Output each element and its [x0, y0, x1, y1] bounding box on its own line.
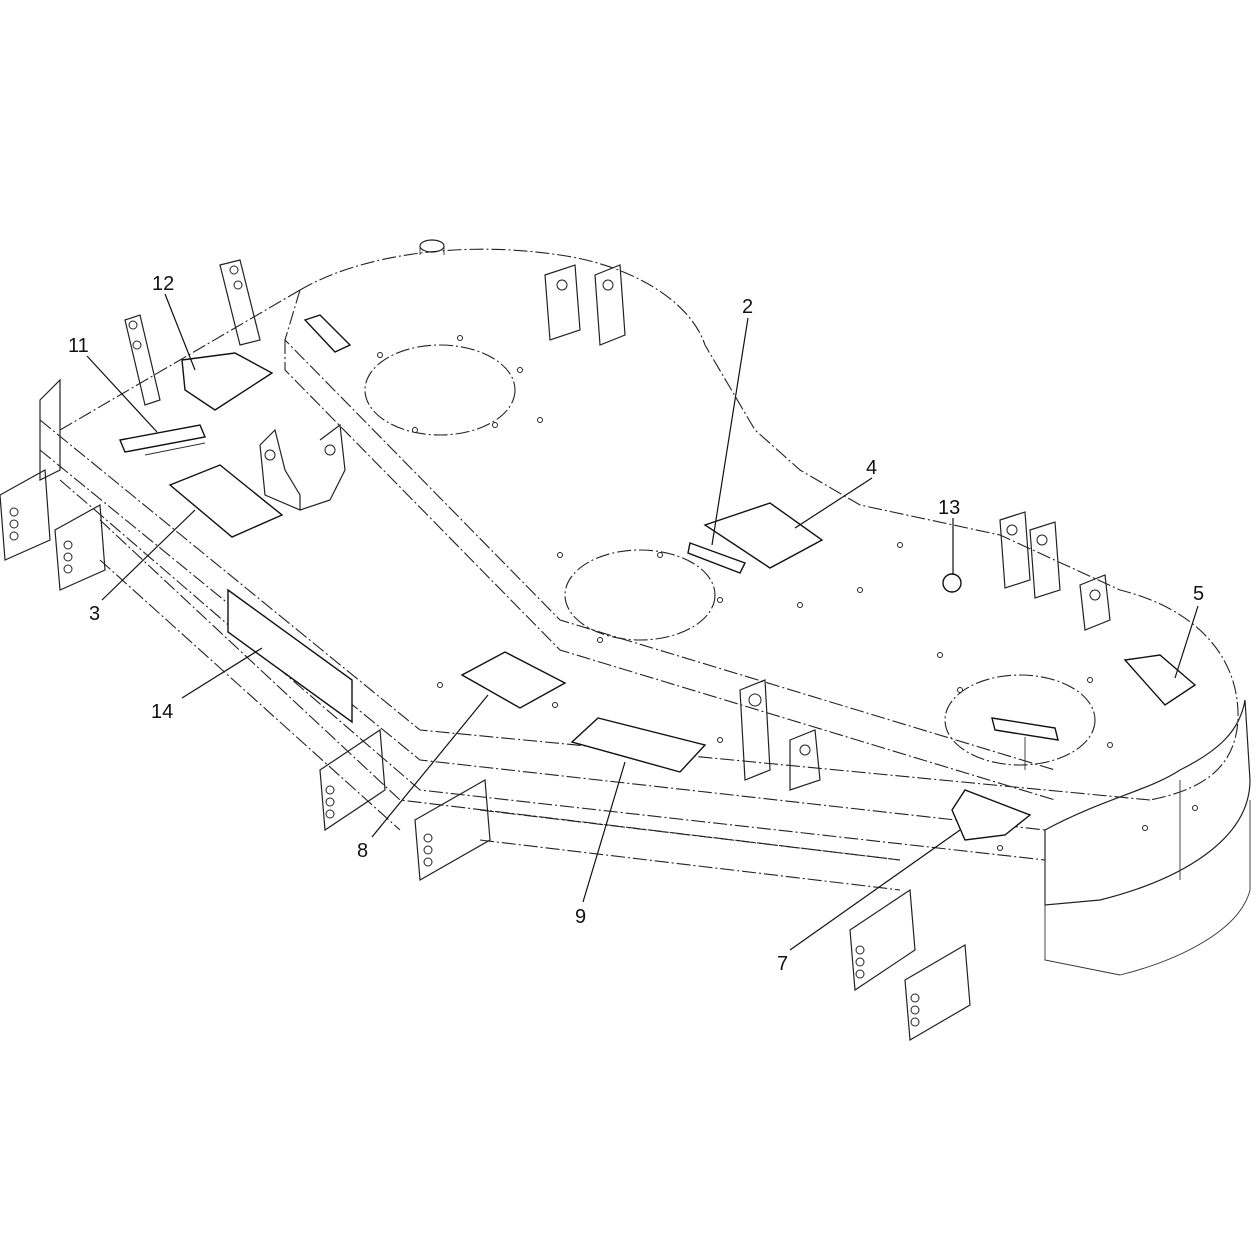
- leader-5: [1174, 605, 1199, 679]
- callout-14: 14: [151, 701, 173, 723]
- callout-8: 8: [357, 840, 368, 862]
- deck-shell: [39, 248, 1251, 976]
- decals: [119, 314, 1197, 841]
- decal-7: [951, 789, 1032, 841]
- leader-7: [789, 829, 961, 951]
- leader-4: [794, 477, 873, 529]
- decal-8: [460, 651, 567, 709]
- decal-11: [119, 424, 206, 453]
- leader-3: [101, 509, 196, 601]
- callout-13: 13: [938, 497, 960, 519]
- brackets: [0, 239, 1111, 1041]
- fastener-holes: [377, 335, 1198, 851]
- decal-9: [570, 717, 707, 773]
- leader-2: [711, 317, 749, 546]
- callout-9: 9: [575, 906, 586, 928]
- callout-11: 11: [68, 335, 89, 357]
- decal-3: [168, 464, 284, 538]
- callout-7: 7: [777, 953, 788, 975]
- leader-14: [181, 647, 263, 699]
- callout-3: 3: [89, 603, 100, 625]
- decal-13: [942, 573, 962, 593]
- blade-openings: [364, 344, 1096, 766]
- callout-12: 12: [152, 273, 174, 295]
- leader-8: [371, 694, 489, 838]
- leader-11: [86, 355, 158, 433]
- leader-lines: [86, 293, 1199, 951]
- leader-12: [164, 293, 196, 371]
- decal-4: [703, 502, 824, 569]
- decal-12: [181, 352, 274, 411]
- decal-2: [687, 542, 746, 574]
- callout-2: 2: [742, 296, 753, 318]
- callout-5: 5: [1193, 583, 1204, 605]
- decal-14: [227, 588, 353, 724]
- callout-labels: 2 3 4 5 7 8 9 11 12 13 14: [68, 273, 1204, 975]
- callout-4: 4: [866, 457, 877, 479]
- decal-5: [1123, 654, 1197, 706]
- leader-9: [582, 761, 626, 903]
